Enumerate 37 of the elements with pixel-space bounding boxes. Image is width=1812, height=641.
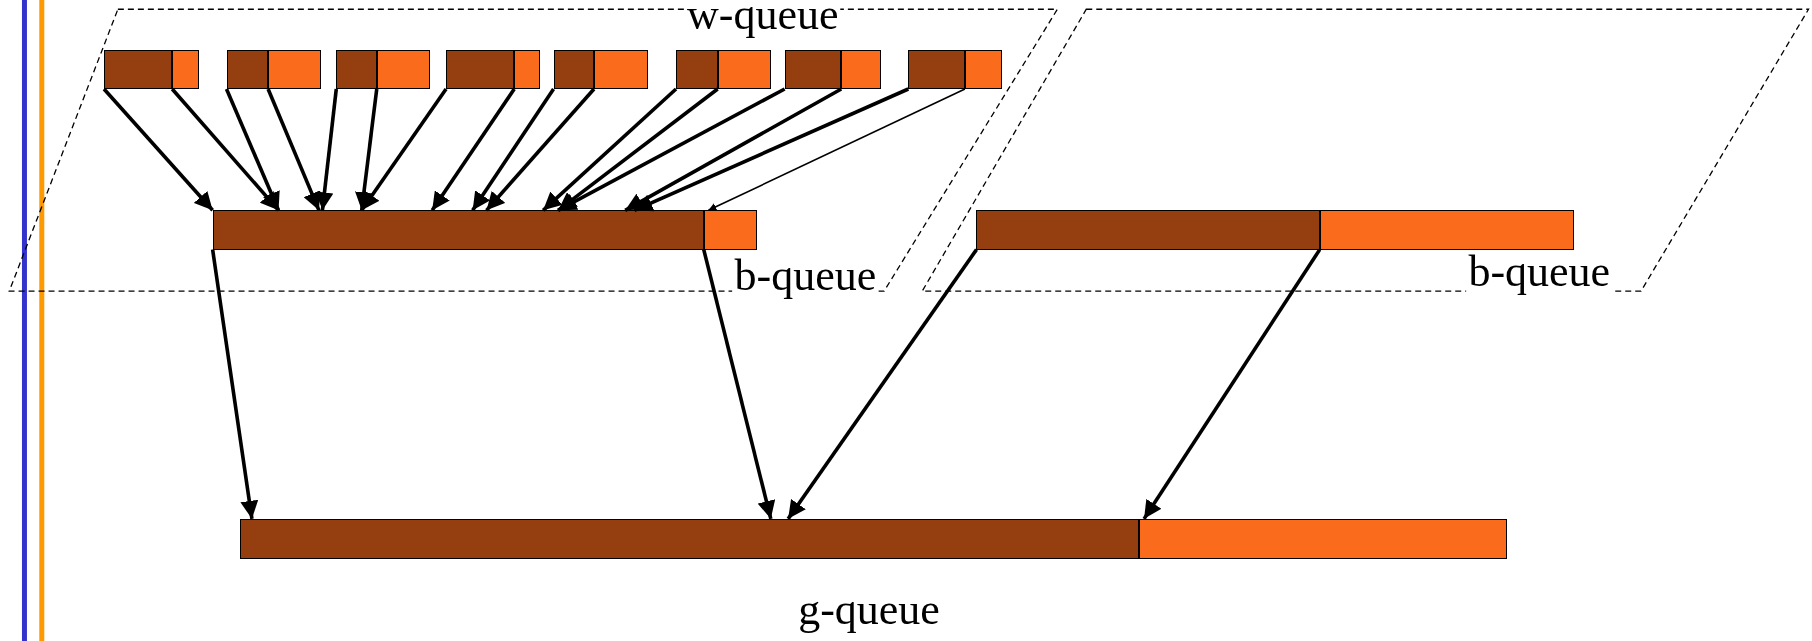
queue-segment	[172, 49, 199, 89]
queue-segment	[717, 49, 771, 89]
arrow	[624, 87, 843, 212]
arrow	[266, 88, 321, 211]
arrow	[210, 249, 259, 520]
arrow	[557, 87, 786, 212]
arrow	[541, 87, 678, 212]
arrow	[633, 87, 910, 212]
queue-segment	[841, 49, 881, 89]
queue-segment	[1139, 518, 1507, 560]
queue-segment	[336, 49, 377, 89]
arrow	[360, 87, 448, 212]
queue-segment	[514, 49, 540, 89]
arrow	[1142, 248, 1322, 520]
queue-segment	[376, 49, 430, 89]
arrow	[707, 88, 966, 212]
queue-segment	[240, 518, 1140, 560]
queue-segment	[226, 49, 269, 89]
queue-segment	[553, 49, 594, 89]
arrow	[786, 248, 978, 520]
arrow	[702, 249, 776, 520]
queue-segment	[676, 49, 718, 89]
queue-segment	[104, 49, 173, 89]
queue-segment	[446, 49, 515, 89]
queue-segment	[784, 49, 842, 89]
arrow	[355, 88, 379, 211]
arrow	[471, 88, 556, 212]
arrow	[485, 87, 596, 212]
queue-segment	[268, 49, 322, 89]
queue-segment	[976, 210, 1320, 250]
queue-segment	[1319, 210, 1574, 250]
queue-segment	[964, 49, 1002, 89]
arrow	[430, 87, 516, 212]
queue-segment	[703, 210, 757, 250]
queue-segment	[212, 210, 704, 250]
queue-segment	[594, 49, 649, 89]
queue-segment	[908, 49, 965, 89]
